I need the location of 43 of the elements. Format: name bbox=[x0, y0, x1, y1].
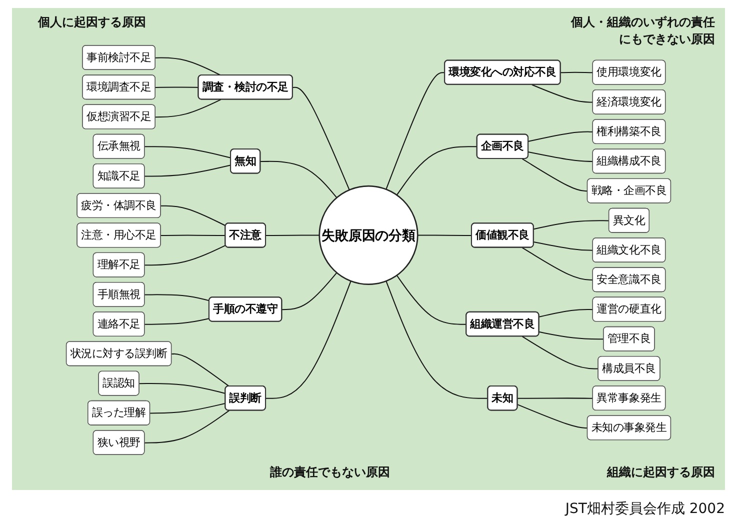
zone-label: 組織に起因する原因 bbox=[607, 464, 715, 481]
connector bbox=[155, 86, 199, 88]
zone-label: 個人・組織のいずれの責任にもできない原因 bbox=[570, 14, 715, 48]
connector bbox=[260, 160, 338, 198]
connector bbox=[160, 205, 226, 226]
zone-label: 個人に起因する原因 bbox=[38, 14, 146, 31]
connector bbox=[144, 410, 230, 444]
connector bbox=[144, 318, 210, 325]
connector bbox=[528, 152, 593, 162]
connector bbox=[517, 404, 588, 429]
node-circle: 失敗原因の分類 bbox=[318, 185, 418, 285]
connector bbox=[144, 294, 210, 302]
connector bbox=[518, 398, 593, 399]
connector bbox=[144, 244, 226, 266]
connector bbox=[528, 131, 593, 142]
connector bbox=[418, 234, 472, 236]
connector bbox=[144, 164, 231, 177]
connector bbox=[155, 99, 222, 118]
connector bbox=[539, 308, 593, 318]
connector bbox=[150, 402, 226, 414]
connector bbox=[534, 241, 593, 251]
connector bbox=[522, 247, 593, 280]
connector bbox=[396, 275, 466, 325]
connector bbox=[155, 57, 222, 76]
zone-label: 誰の責任でもない原因 bbox=[270, 464, 390, 481]
connector bbox=[522, 336, 598, 370]
caption: JST畑村委員会作成 2002 bbox=[565, 500, 725, 518]
connector bbox=[534, 220, 610, 230]
connector bbox=[386, 72, 445, 190]
connector bbox=[282, 272, 338, 310]
connector bbox=[532, 84, 593, 103]
connector bbox=[560, 72, 593, 74]
connector bbox=[396, 146, 478, 196]
connector bbox=[144, 146, 231, 158]
connector bbox=[139, 383, 226, 394]
connector bbox=[386, 280, 488, 399]
connector bbox=[160, 234, 226, 236]
connector bbox=[539, 331, 604, 340]
connector bbox=[522, 158, 588, 192]
connector bbox=[266, 234, 320, 236]
connector bbox=[266, 280, 352, 399]
connector bbox=[292, 86, 350, 190]
connector bbox=[172, 353, 230, 387]
